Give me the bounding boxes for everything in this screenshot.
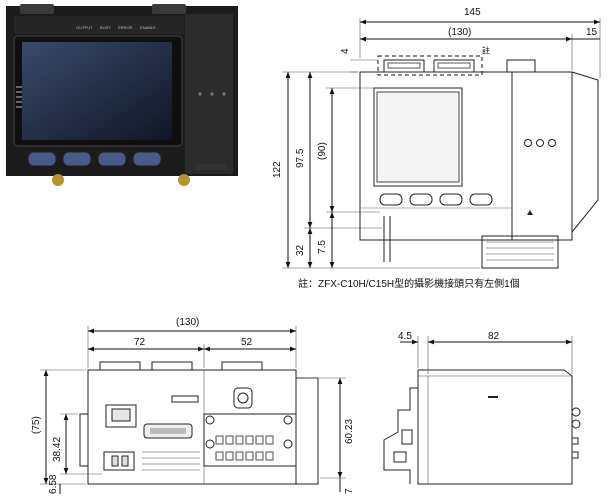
front-dim-body-width: (130) bbox=[448, 27, 471, 38]
bottom-dim-depth: (75) bbox=[31, 416, 42, 434]
bottom-dim-left-height: 38.42 bbox=[52, 437, 63, 462]
front-dim-total-height: 122 bbox=[272, 161, 283, 178]
front-buttons bbox=[379, 193, 493, 206]
product-photo: OUTPUT BUSY ERROR ENABLE bbox=[6, 4, 238, 186]
photo-buttons bbox=[27, 151, 162, 167]
front-dim-top-offset: 4 bbox=[340, 48, 351, 54]
front-dim-side-offset: 15 bbox=[586, 27, 598, 38]
photo-label-enable: ENABLE bbox=[140, 25, 156, 30]
front-view: 註 145 (130) 15 4 bbox=[272, 7, 601, 290]
bottom-dim-left-segment: 72 bbox=[134, 337, 146, 348]
bottom-dim-overall-width: (130) bbox=[176, 317, 199, 328]
bottom-dim-right-segment: 52 bbox=[241, 337, 253, 348]
photo-indicator-labels: OUTPUT BUSY ERROR ENABLE bbox=[76, 25, 156, 30]
front-dim-overall-width: 145 bbox=[464, 7, 481, 18]
photo-label-error: ERROR bbox=[118, 25, 133, 30]
side-view: 4.5 82 bbox=[383, 331, 581, 485]
photo-label-output: OUTPUT bbox=[76, 25, 93, 30]
front-dim-mid-height: 97.5 bbox=[295, 148, 306, 168]
front-dim-inner-height: (90) bbox=[317, 142, 328, 160]
bottom-dim-left-offset: 6.58 bbox=[48, 474, 59, 494]
bottom-view: (130) 72 52 (75) 38.42 6.58 60.23 7 bbox=[31, 317, 355, 494]
photo-label-busy: BUSY bbox=[100, 25, 111, 30]
side-dim-width: 82 bbox=[488, 331, 500, 342]
side-dim-offset: 4.5 bbox=[398, 331, 412, 342]
connector-note: 註：ZFX-C10H/C15H型的攝影機接頭只有左側1個 bbox=[298, 277, 520, 290]
front-dim-lower-height: 32 bbox=[295, 244, 306, 256]
bottom-dim-right-height: 60.23 bbox=[344, 419, 355, 444]
note-marker: 註 bbox=[482, 45, 490, 55]
front-dim-base-height: 7.5 bbox=[317, 240, 328, 254]
bottom-dim-right-offset: 7 bbox=[344, 488, 355, 494]
